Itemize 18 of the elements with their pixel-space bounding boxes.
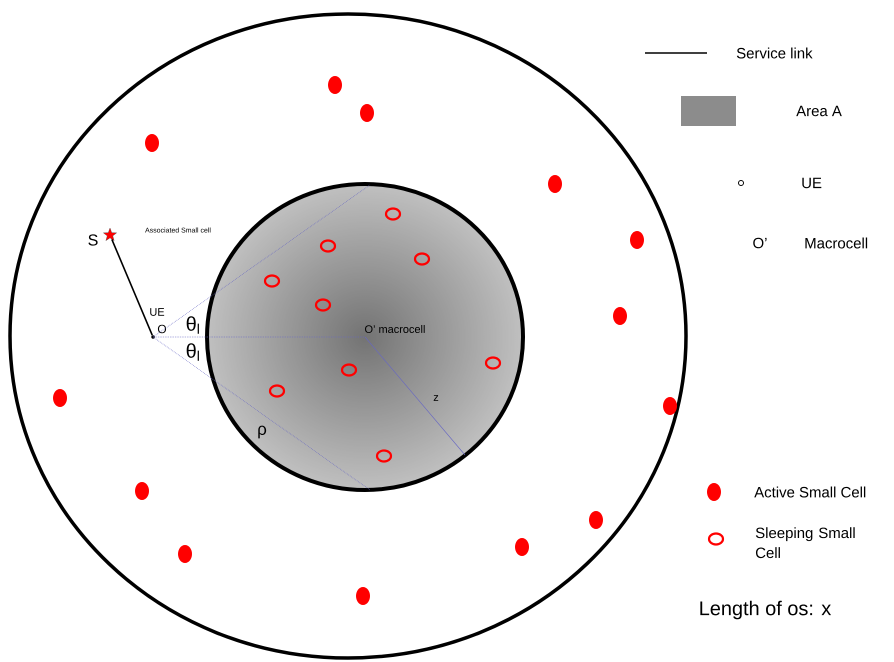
radius-label: z bbox=[434, 395, 438, 401]
legend-text: Area A bbox=[796, 106, 842, 116]
legend-text: Service link bbox=[736, 48, 813, 58]
service-link bbox=[111, 239, 153, 336]
star-marker bbox=[103, 228, 117, 241]
legend-text: Sleeping Small Cell bbox=[756, 527, 855, 558]
ue-label: UE bbox=[150, 308, 164, 316]
point-label: O bbox=[158, 324, 166, 334]
ue-point bbox=[151, 335, 155, 339]
legend-text: Active Small Cell bbox=[754, 486, 866, 498]
legend-symbol: O’ bbox=[753, 238, 767, 248]
rho-label: ρ bbox=[258, 426, 266, 438]
legend-text: Macrocell bbox=[805, 238, 868, 248]
s-label: S bbox=[88, 234, 98, 246]
angle-label: θ$_{l}$ bbox=[186, 343, 199, 361]
angle-label: θ$_{l}$ bbox=[186, 316, 199, 334]
note: Length of os: x bbox=[700, 600, 832, 620]
legend-text: UE bbox=[802, 178, 822, 188]
